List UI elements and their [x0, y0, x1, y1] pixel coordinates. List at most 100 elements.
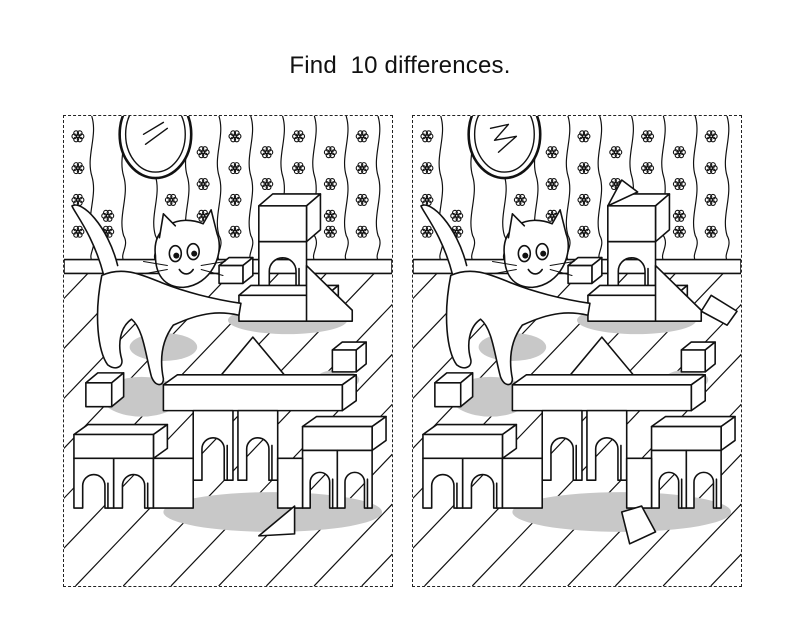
cat-tail	[71, 204, 119, 277]
wallpaper-flower-icon	[577, 193, 591, 206]
wallpaper-stripe	[248, 116, 254, 262]
wallpaper-flower-icon	[260, 177, 274, 191]
wallpaper-flower-icon	[420, 193, 434, 206]
tower-top-block	[607, 193, 671, 243]
right-picture-panel[interactable]	[412, 115, 742, 587]
cat-ear	[507, 213, 526, 239]
loose-cube	[680, 341, 716, 373]
wallpaper	[420, 116, 730, 262]
castle-top-beam	[511, 374, 707, 412]
wallpaper-flower-icon	[355, 162, 369, 175]
wallpaper-flower-icon	[323, 177, 337, 191]
wallpaper-flower-icon	[641, 130, 655, 143]
wallpaper-flower-icon	[577, 225, 591, 238]
wallpaper-flower-icon	[292, 162, 306, 175]
wallpaper-flower-icon	[355, 225, 369, 238]
wallpaper-flower-icon	[71, 225, 85, 238]
wallpaper-flower-icon	[672, 209, 686, 222]
ramp-block	[305, 264, 354, 322]
castle-arch	[336, 449, 373, 509]
cat-mouth	[527, 268, 544, 275]
castle-left-wing	[422, 423, 518, 460]
wallpaper-flower-icon	[672, 146, 686, 159]
wallpaper-flower-icon	[228, 193, 242, 206]
wallpaper-flower-icon	[196, 177, 210, 191]
wallpaper-flower-icon	[71, 193, 85, 206]
wallpaper-flower-icon	[672, 177, 686, 191]
wallpaper-flower-icon	[641, 162, 655, 175]
wallpaper-flower-icon	[704, 130, 718, 143]
back-tower	[218, 193, 354, 322]
cat-body	[96, 270, 242, 386]
right-picture[interactable]	[413, 116, 741, 586]
wallpaper-flower-icon	[577, 130, 591, 143]
castle-arch	[422, 457, 464, 509]
loose-cube	[331, 341, 367, 373]
cat-tail	[420, 204, 468, 277]
wallpaper-flower-icon	[355, 130, 369, 143]
castle-arch	[541, 409, 583, 482]
small-block	[218, 256, 254, 285]
wallpaper-flower-icon	[609, 146, 623, 159]
cat-pupil	[540, 250, 547, 257]
wallpaper-flower-icon	[292, 130, 306, 143]
floor-wedge	[258, 505, 296, 537]
left-picture-panel[interactable]	[63, 115, 393, 587]
ramp-block	[654, 264, 703, 322]
wallpaper-stripe	[438, 116, 444, 262]
back-tower	[567, 179, 738, 326]
wallpaper-stripe	[692, 116, 698, 262]
castle-arch	[73, 457, 115, 509]
fallen-block	[700, 294, 738, 326]
wallpaper-flower-icon	[196, 146, 210, 159]
oval-mirror	[118, 116, 193, 180]
wallpaper-flower-icon	[164, 193, 178, 206]
castle-arch	[192, 409, 234, 482]
wallpaper-flower-icon	[323, 225, 337, 238]
wallpaper-stripe	[724, 116, 730, 262]
wallpaper-flower-icon	[704, 225, 718, 238]
wallpaper-flower-icon	[71, 130, 85, 143]
cat-mouth	[178, 268, 195, 275]
loose-cube	[434, 372, 474, 408]
castle-right-wing	[301, 415, 387, 452]
wallpaper-flower-icon	[355, 193, 369, 206]
castle-left-wing	[73, 423, 169, 460]
wallpaper-stripe	[565, 116, 571, 262]
wallpaper-flower-icon	[228, 130, 242, 143]
front-castle	[422, 336, 736, 509]
castle-pillar	[276, 457, 304, 509]
wallpaper-flower-icon	[323, 209, 337, 222]
wallpaper-flower-icon	[545, 146, 559, 159]
castle-arch	[461, 457, 504, 509]
wallpaper-flower-icon	[323, 146, 337, 159]
tower-top-block	[258, 193, 322, 243]
cat-whiskers	[143, 261, 226, 276]
castle-arch	[586, 409, 628, 482]
wallpaper-flower-icon	[420, 130, 434, 143]
castle-pillar	[625, 457, 653, 509]
cat-pupil	[173, 252, 180, 259]
wallpaper-flower-icon	[545, 177, 559, 191]
loose-cube	[85, 372, 125, 408]
wallpaper-flower-icon	[513, 193, 527, 206]
wallpaper-stripe	[375, 116, 381, 262]
cat-pupil	[522, 252, 529, 259]
floor-wedge	[620, 505, 657, 545]
wallpaper-flower-icon	[450, 225, 464, 238]
oval-mirror	[467, 116, 542, 180]
cat-whiskers	[492, 261, 575, 276]
wallpaper-stripe	[661, 116, 667, 262]
wallpaper-flower-icon	[450, 209, 464, 222]
wallpaper-flower-icon	[228, 162, 242, 175]
wallpaper-stripe	[89, 116, 95, 262]
wallpaper-flower-icon	[672, 225, 686, 238]
wallpaper-stripe	[312, 116, 318, 262]
castle-arch	[237, 409, 279, 482]
wallpaper-stripe	[216, 116, 222, 262]
cat-pupil	[191, 250, 198, 257]
left-picture[interactable]	[64, 116, 392, 586]
castle-arch	[685, 449, 722, 509]
right-scene	[413, 116, 741, 586]
cat-body	[445, 270, 591, 386]
